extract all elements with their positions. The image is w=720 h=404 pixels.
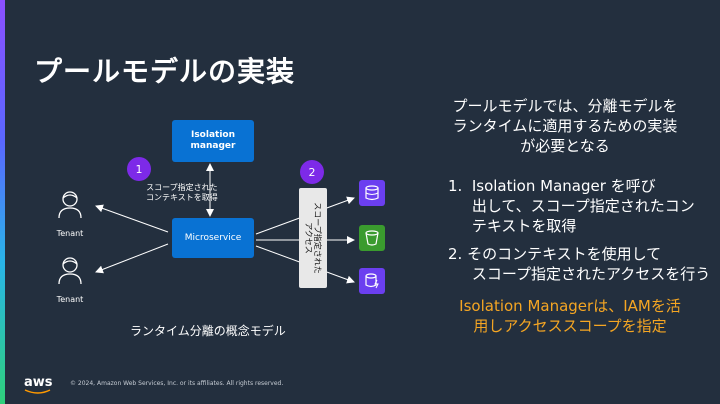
step-1-badge: 1 xyxy=(127,157,151,181)
aws-logo-text: aws xyxy=(24,375,53,390)
dynamodb-icon xyxy=(359,268,385,294)
highlight-text: Isolation Managerは、IAMを活 用しアクセススコープを指定 xyxy=(459,297,681,335)
diagram-caption: ランタイム分離の概念モデル xyxy=(130,324,286,338)
tenant-2-icon xyxy=(58,256,82,288)
microservice-box: Microservice xyxy=(172,218,254,258)
tenant-1-icon xyxy=(58,190,82,222)
step-2-text: 2. そのコンテキストを使用して スコープ指定されたアクセスを行う xyxy=(448,245,711,283)
database-icon xyxy=(359,180,385,206)
step-2-badge: 2 xyxy=(300,160,324,184)
scoped-access-bar: スコープ指定された アクセス xyxy=(299,188,327,288)
scope-context-label: スコープ指定された コンテキストを取得 xyxy=(146,183,218,202)
intro-text: プールモデルでは、分離モデルを ランタイムに適用するための実装 が必要となる xyxy=(452,97,678,155)
aws-logo: aws xyxy=(24,375,53,394)
tenant-1-label: Tenant xyxy=(56,229,84,238)
tenant-2-label: Tenant xyxy=(56,295,84,304)
accent-bar xyxy=(0,0,5,404)
copyright: © 2024, Amazon Web Services, Inc. or its… xyxy=(70,380,284,387)
isolation-manager-box: Isolation manager xyxy=(172,120,254,162)
slide-title: プールモデルの実装 xyxy=(34,55,296,88)
step-1-text: 1. Isolation Manager を呼び 出して、スコープ指定されたコン… xyxy=(448,177,695,235)
scoped-access-label: スコープ指定された アクセス xyxy=(304,202,322,274)
bucket-icon xyxy=(359,225,385,251)
